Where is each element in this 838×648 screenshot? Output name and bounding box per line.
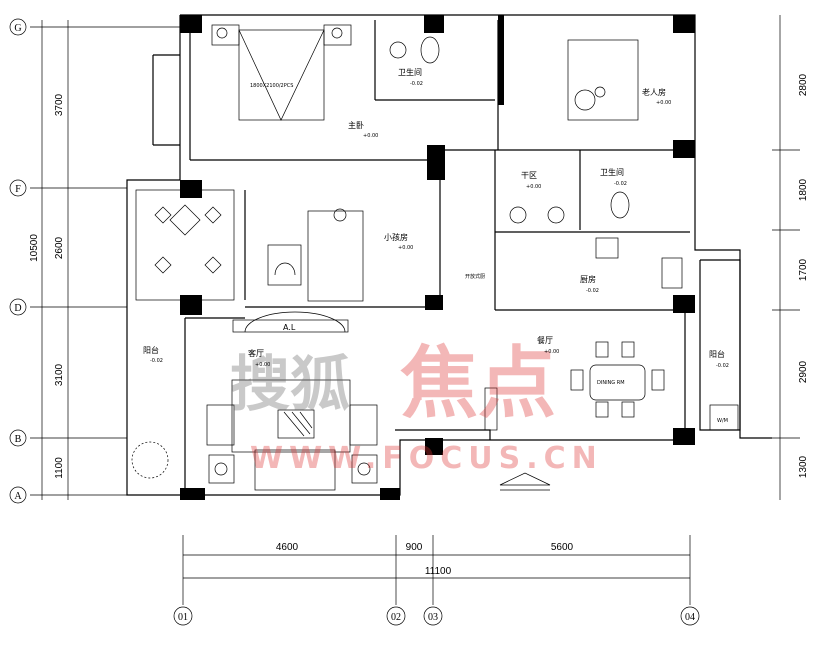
axis-f: F [15,184,21,195]
level-master-bath: -0.02 [410,81,423,87]
dim-left-2: 2600 [54,236,65,259]
watermark: 搜狐 焦点 WWW.FOCUS.CN [230,339,603,476]
dim-bottom-total: 11100 [425,566,452,577]
label-dining: 餐厅 [537,336,553,345]
dim-right-1: 2800 [798,73,809,96]
level-dining: +0.00 [544,349,559,355]
label-tv-wall: A.L [283,323,296,332]
label-dry-area: 干区 [521,171,537,180]
dim-left-total: 10500 [29,234,40,262]
label-master-bedroom: 主卧 [348,120,364,130]
room-labels: 主卧 +0.00 1800X2100/2PCS 卫生间 -0.02 老人房 +0… [143,67,729,424]
label-open-kitchen: 开放式厨 [465,273,485,280]
dim-bottom-3: 5600 [551,542,574,553]
axis-g: G [14,23,21,34]
level-elder-room: +0.00 [656,100,671,106]
label-balcony-right: 阳台 [709,349,725,359]
label-washer: W/M [717,418,728,424]
watermark-sohu: 搜狐 [230,350,350,420]
level-living: +0.00 [255,362,270,368]
axis-b: B [15,434,22,445]
bed-size-label: 1800X2100/2PCS [250,83,293,89]
axis-markers: G F D B A 01 02 03 04 [9,18,700,626]
label-elder-room: 老人房 [642,87,666,97]
axis-02: 02 [391,612,401,623]
level-kids-room: +0.00 [398,245,413,251]
level-bath2: -0.02 [614,181,627,187]
axis-01: 01 [178,612,188,623]
dim-bottom-2: 900 [406,542,423,553]
dim-right-2: 1800 [798,178,809,201]
dimensions: 3700 2600 3100 1100 10500 2800 1800 1700… [29,15,809,605]
level-balcony-right: -0.02 [716,363,729,369]
level-dry-area: +0.00 [526,184,541,190]
level-balcony-left: -0.02 [150,358,163,364]
axis-a: A [14,491,22,502]
axis-d: D [14,303,21,314]
label-kids-room: 小孩房 [384,232,408,242]
axis-04: 04 [685,612,695,623]
axis-03: 03 [428,612,438,623]
dim-left-1: 3700 [54,93,65,116]
dim-right-3: 1700 [798,258,809,281]
level-kitchen: -0.02 [586,288,599,294]
dim-right-5: 1300 [798,455,809,478]
dim-left-3: 3100 [54,363,65,386]
dim-bottom-1: 4600 [276,542,299,553]
label-living: 客厅 [248,348,264,358]
dim-right-4: 2900 [798,360,809,383]
label-bath2: 卫生间 [600,167,624,177]
furniture [131,24,739,491]
structural-columns [180,15,695,500]
watermark-url: WWW.FOCUS.CN [250,441,603,476]
dim-left-4: 1100 [54,457,65,479]
label-kitchen: 厨房 [580,274,596,284]
level-master-bedroom: +0.00 [363,133,378,139]
label-balcony-left: 阳台 [143,345,159,355]
label-dining-table: DINING RM [597,380,625,386]
label-master-bath: 卫生间 [398,67,422,77]
watermark-jiaodian: 焦点 [400,339,556,429]
